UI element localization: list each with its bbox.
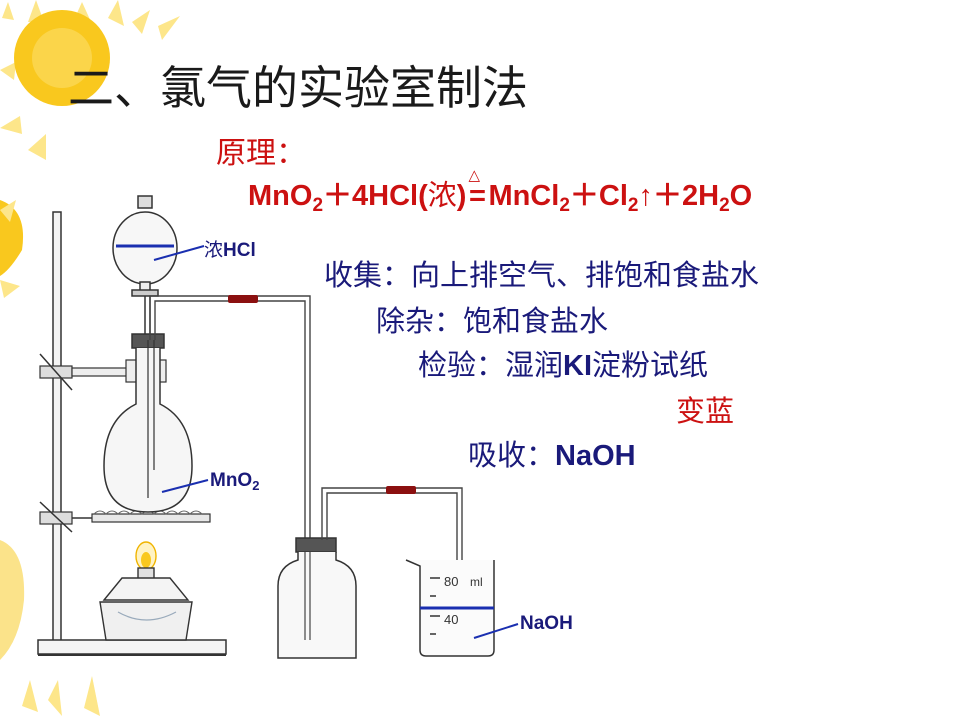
- decor-flower-left-bottom: [0, 540, 100, 716]
- principle-label: 原理：: [216, 136, 306, 171]
- beaker: [405, 559, 495, 657]
- label-pointer-flask: [161, 479, 209, 493]
- decor-flower-top-left: [0, 0, 180, 160]
- eq-sub3: 2: [627, 195, 639, 216]
- tube-connector-2: [386, 486, 416, 494]
- test-reagent: KI: [563, 350, 593, 382]
- test-result: 变蓝: [676, 394, 735, 428]
- beaker-unit: ml: [470, 575, 483, 589]
- gas-bottle: [277, 537, 357, 659]
- label-pointer-beaker: [473, 623, 519, 639]
- eq-plus2: ＋Cl: [569, 180, 628, 212]
- separatory-funnel: [112, 195, 178, 340]
- eq-tail: O: [729, 180, 753, 212]
- heat-symbol: △: [468, 167, 480, 184]
- tube-connector-1: [228, 295, 258, 303]
- eq-sub4: 2: [719, 195, 730, 216]
- slide-title: 二、氯气的实验室制法: [68, 61, 528, 115]
- absorption-reagent: NaOH: [555, 440, 636, 472]
- beaker-mark-80: 80: [444, 574, 458, 589]
- test-prefix: 湿润: [505, 348, 564, 382]
- eq-sub2: 2: [559, 195, 570, 216]
- funnel-label-text: HCl: [223, 240, 256, 261]
- impurity-text: 饱和食盐水: [463, 304, 609, 338]
- reaction-equation: MnO2＋4HCl(浓)△=MnCl2＋Cl2↑＋2H2O: [248, 167, 753, 217]
- eq-close: ): [456, 180, 467, 212]
- test-label: 检验：: [418, 348, 506, 382]
- eq-plus1: ＋4HCl(: [323, 180, 428, 212]
- decor-flower-left-mid: [0, 200, 24, 298]
- flask-label-text: MnO: [210, 470, 253, 491]
- eq-equals: =: [468, 180, 486, 212]
- impurity-line: 除杂：饱和食盐水: [376, 298, 608, 340]
- collection-text: 向上排空气、排饱和食盐水: [411, 258, 760, 292]
- absorption-line: 吸收：NaOH: [468, 432, 636, 474]
- absorption-label: 吸收：: [468, 438, 556, 472]
- alcohol-burner: [99, 541, 193, 641]
- beaker-mark-40: 40: [444, 612, 458, 627]
- flask-label-sub: 2: [252, 478, 260, 493]
- funnel-label-cjk: 浓: [204, 239, 224, 261]
- flask-label: MnO2: [210, 470, 259, 493]
- test-line: 检验：湿润KI淀粉试纸: [418, 342, 708, 384]
- beaker-label: NaOH: [520, 613, 573, 634]
- eq-condition: △=: [466, 167, 488, 213]
- funnel-label: 浓HCl: [204, 235, 256, 262]
- eq-reactant1: MnO: [248, 180, 313, 212]
- impurity-label: 除杂：: [376, 304, 464, 338]
- eq-sub1: 2: [312, 195, 324, 216]
- eq-arrow: ↑: [638, 180, 653, 212]
- collection-line: 收集：向上排空气、排饱和食盐水: [324, 252, 759, 294]
- eq-plus3: ＋2H: [652, 180, 720, 212]
- collection-label: 收集：: [324, 258, 412, 292]
- eq-conc: 浓: [427, 178, 457, 212]
- test-suffix: 淀粉试纸: [592, 348, 709, 382]
- eq-product1: MnCl: [488, 180, 560, 212]
- round-bottom-flask: [103, 333, 193, 513]
- label-pointer-funnel: [153, 245, 205, 261]
